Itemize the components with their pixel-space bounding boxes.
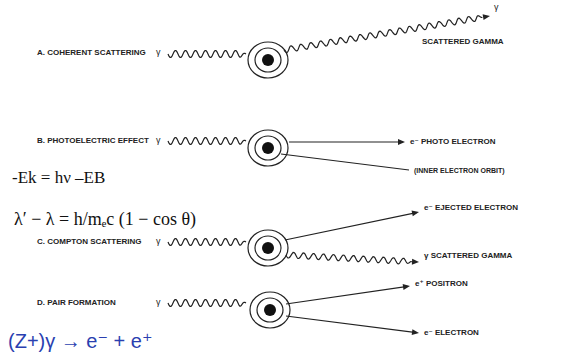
nucleus bbox=[264, 304, 276, 316]
gamma-symbol: γ bbox=[156, 297, 161, 307]
leader-line bbox=[281, 154, 409, 170]
arrow-head bbox=[403, 284, 410, 290]
arrow-head bbox=[412, 259, 419, 265]
part-label: e⁻ PHOTO ELECTRON bbox=[410, 137, 495, 146]
part-label: e⁺ POSITRON bbox=[415, 279, 468, 288]
electron-path bbox=[286, 316, 416, 333]
part-label: e⁻ EJECTED ELECTRON bbox=[424, 203, 518, 212]
gamma-symbol: γ bbox=[494, 2, 499, 12]
nucleus bbox=[262, 242, 274, 254]
part-label: SCATTERED GAMMA bbox=[422, 37, 504, 46]
section-heading: C. COMPTON SCATTERING bbox=[37, 237, 142, 246]
part-label: (INNER ELECTRON ORBIT) bbox=[414, 167, 505, 175]
gamma-wave bbox=[168, 300, 246, 307]
gamma-wave bbox=[168, 239, 246, 246]
gamma-wave bbox=[286, 253, 412, 264]
gamma-symbol: γ bbox=[156, 236, 161, 246]
section-heading: A. COHERENT SCATTERING bbox=[37, 48, 146, 57]
gamma-wave bbox=[168, 138, 246, 145]
electron-path bbox=[285, 213, 416, 240]
positron-path bbox=[286, 286, 408, 304]
electron-shell bbox=[250, 292, 290, 328]
section-heading: D. PAIR FORMATION bbox=[37, 298, 116, 307]
gamma-symbol: γ bbox=[156, 47, 161, 57]
arrow-head bbox=[398, 139, 405, 145]
electron-shell bbox=[257, 298, 283, 322]
gamma-wave bbox=[284, 16, 482, 53]
gamma-symbol: γ bbox=[156, 135, 161, 145]
nucleus bbox=[262, 54, 274, 66]
formula: (Z+)γ → e⁻ + e⁺ bbox=[8, 330, 152, 353]
formula: λ′ − λ = h/mₑc (1 − cos θ) bbox=[14, 209, 196, 230]
electron-shell bbox=[248, 42, 288, 78]
electron-shell bbox=[248, 130, 288, 166]
electron-shell bbox=[248, 230, 288, 266]
nucleus bbox=[262, 142, 274, 154]
arrow-head bbox=[412, 210, 419, 216]
electron-path bbox=[289, 141, 403, 142]
electron-shell bbox=[255, 236, 281, 260]
electron-shell bbox=[255, 136, 281, 160]
electron-shell bbox=[255, 48, 281, 72]
part-label: γ SCATTERED GAMMA bbox=[424, 251, 512, 260]
gamma-wave bbox=[168, 51, 246, 58]
arrow-head bbox=[412, 329, 419, 335]
arrow-head bbox=[483, 14, 490, 20]
section-heading: B. PHOTOELECTRIC EFFECT bbox=[37, 136, 149, 145]
part-label: e⁻ ELECTRON bbox=[424, 328, 479, 337]
formula: -Ek = hν –EB bbox=[12, 168, 105, 188]
